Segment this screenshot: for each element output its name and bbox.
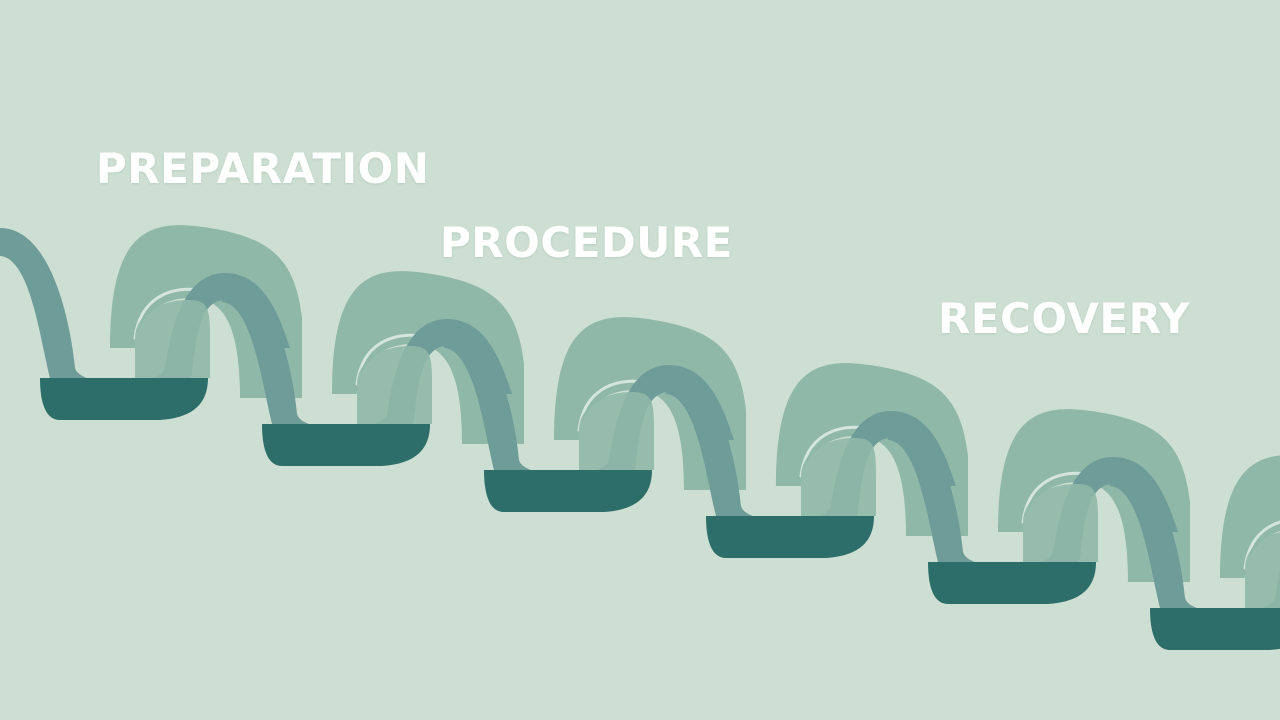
- ribbon-unit: [1110, 455, 1280, 650]
- ribbon-back-wall: [110, 225, 302, 398]
- ribbon-trough-face: [1245, 532, 1280, 608]
- ribbon-back-wall: [1220, 455, 1280, 578]
- ribbon-wave-band: [666, 366, 956, 538]
- ribbon-unit: [666, 363, 968, 558]
- label-preparation: PREPARATION: [96, 144, 430, 193]
- ribbon-trough-face: [1023, 484, 1098, 562]
- ribbon-base: [262, 424, 430, 466]
- ribbon-trough-face: [135, 300, 210, 378]
- ribbon-wave-band: [444, 320, 734, 492]
- ribbon-back-wall: [998, 409, 1190, 582]
- ribbon-base: [1150, 608, 1280, 650]
- ribbon-wave-band: [222, 274, 512, 446]
- ribbon-base: [40, 378, 208, 420]
- ribbon-wave-band: [0, 228, 290, 400]
- ribbon-unit: [888, 409, 1190, 604]
- ribbon-waves: [0, 225, 1280, 650]
- label-recovery: RECOVERY: [938, 294, 1191, 343]
- ribbon-back-wall: [776, 363, 968, 536]
- ribbon-unit: [0, 225, 302, 420]
- ribbon-back-wall: [554, 317, 746, 490]
- ribbon-wave-band: [888, 412, 1178, 584]
- ribbon-base: [484, 470, 652, 512]
- ribbon-base: [706, 516, 874, 558]
- ribbon-base: [928, 562, 1096, 604]
- ribbon-trough-face: [801, 438, 876, 516]
- ribbon-trough-face: [579, 392, 654, 470]
- ribbon-trough-face: [357, 346, 432, 424]
- ribbon-unit: [444, 317, 746, 512]
- label-procedure: PROCEDURE: [440, 218, 733, 267]
- ribbon-wave-band: [1110, 458, 1280, 630]
- ribbon-back-wall: [332, 271, 524, 444]
- ribbon-unit: [222, 271, 524, 466]
